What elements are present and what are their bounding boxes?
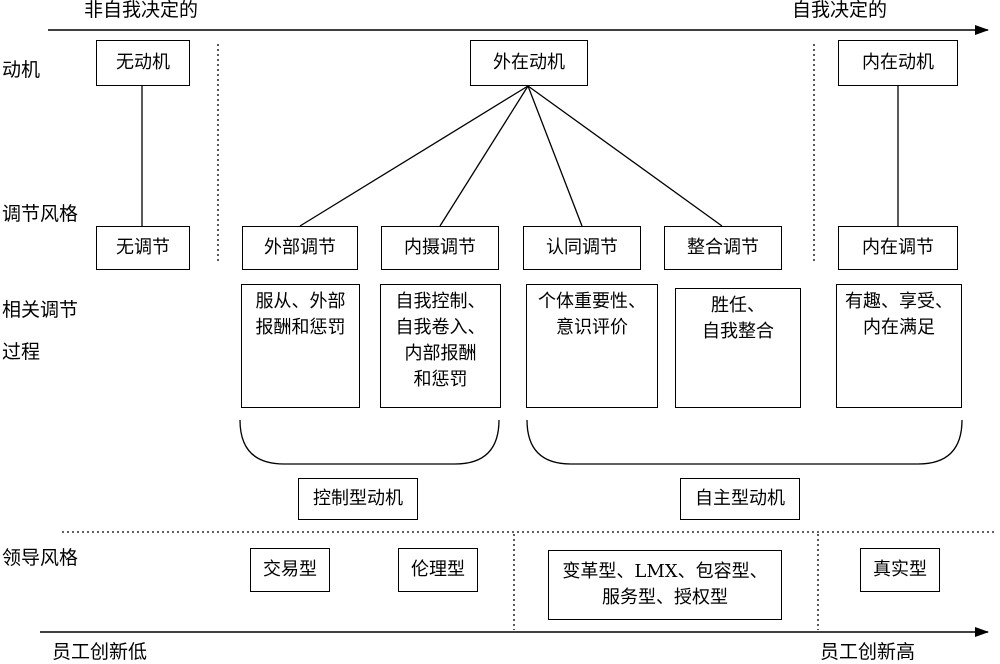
box-extrinsic-motivation: 外在动机 bbox=[470, 40, 588, 86]
box-autonomous-motivation: 自主型动机 bbox=[680, 478, 800, 520]
box-autonomous-motivation-text: 自主型动机 bbox=[695, 488, 785, 509]
box-leadership-transactional: 交易型 bbox=[250, 548, 330, 592]
box-controlled-motivation-text: 控制型动机 bbox=[313, 488, 403, 509]
connector-introjected bbox=[439, 85, 529, 227]
box-process-external: 服从、外部 报酬和惩罚 bbox=[241, 284, 360, 408]
box-process-introjected-text: 自我控制、 自我卷入、 内部报酬 和惩罚 bbox=[395, 291, 486, 390]
label-self-determined: 自我决定的 bbox=[792, 0, 888, 21]
connector-external bbox=[299, 85, 529, 227]
box-process-intrinsic-text: 有趣、享受、 内在满足 bbox=[845, 291, 953, 338]
box-process-identified-text: 个体重要性、 意识评价 bbox=[538, 291, 646, 338]
box-amotivation: 无动机 bbox=[96, 40, 190, 86]
box-leadership-authentic: 真实型 bbox=[860, 548, 940, 592]
box-leadership-transactional-text: 交易型 bbox=[263, 559, 317, 580]
connector-integrated bbox=[527, 85, 723, 227]
box-introjected-regulation-text: 内摄调节 bbox=[404, 237, 476, 258]
box-integrated-regulation-text: 整合调节 bbox=[687, 237, 759, 258]
box-amotivation-text: 无动机 bbox=[116, 52, 170, 73]
box-intrinsic-regulation-text: 内在调节 bbox=[862, 237, 934, 258]
box-no-regulation-text: 无调节 bbox=[116, 237, 170, 258]
box-process-identified: 个体重要性、 意识评价 bbox=[526, 284, 658, 408]
box-external-regulation-text: 外部调节 bbox=[264, 237, 336, 258]
box-process-intrinsic: 有趣、享受、 内在满足 bbox=[836, 284, 962, 408]
label-non-self-determined: 非自我决定的 bbox=[84, 0, 199, 21]
box-extrinsic-motivation-text: 外在动机 bbox=[493, 52, 565, 73]
bracket-controlled bbox=[239, 419, 500, 465]
box-leadership-group: 变革型、LMX、包容型、 服务型、授权型 bbox=[548, 550, 782, 620]
row-label-motivation: 动机 bbox=[2, 59, 41, 81]
box-process-integrated: 胜任、 自我整合 bbox=[675, 288, 801, 408]
bracket-autonomous bbox=[526, 419, 963, 465]
box-introjected-regulation: 内摄调节 bbox=[381, 226, 499, 270]
row-label-regulation-style: 调节风格 bbox=[2, 203, 79, 225]
box-intrinsic-motivation-text: 内在动机 bbox=[862, 52, 934, 73]
box-leadership-ethical: 伦理型 bbox=[398, 548, 478, 592]
box-leadership-group-text: 变革型、LMX、包容型、 服务型、授权型 bbox=[562, 561, 768, 608]
box-identified-regulation: 认同调节 bbox=[523, 226, 641, 270]
box-process-integrated-text: 胜任、 自我整合 bbox=[702, 295, 774, 342]
box-integrated-regulation: 整合调节 bbox=[664, 226, 782, 270]
box-identified-regulation-text: 认同调节 bbox=[546, 237, 618, 258]
box-external-regulation: 外部调节 bbox=[242, 226, 358, 270]
row-label-process-1: 相关调节 bbox=[2, 299, 79, 321]
box-process-introjected: 自我控制、 自我卷入、 内部报酬 和惩罚 bbox=[380, 284, 501, 408]
box-no-regulation: 无调节 bbox=[96, 226, 190, 270]
label-innovation-high: 员工创新高 bbox=[820, 641, 916, 663]
label-innovation-low: 员工创新低 bbox=[52, 641, 148, 663]
box-intrinsic-regulation: 内在调节 bbox=[838, 226, 958, 270]
row-label-process-2: 过程 bbox=[2, 341, 41, 363]
box-leadership-authentic-text: 真实型 bbox=[873, 559, 927, 580]
row-label-leadership: 领导风格 bbox=[2, 547, 79, 569]
box-process-external-text: 服从、外部 报酬和惩罚 bbox=[255, 291, 346, 338]
box-leadership-ethical-text: 伦理型 bbox=[411, 559, 465, 580]
box-controlled-motivation: 控制型动机 bbox=[298, 478, 418, 520]
connector-identified bbox=[527, 85, 583, 227]
box-intrinsic-motivation: 内在动机 bbox=[838, 40, 958, 86]
